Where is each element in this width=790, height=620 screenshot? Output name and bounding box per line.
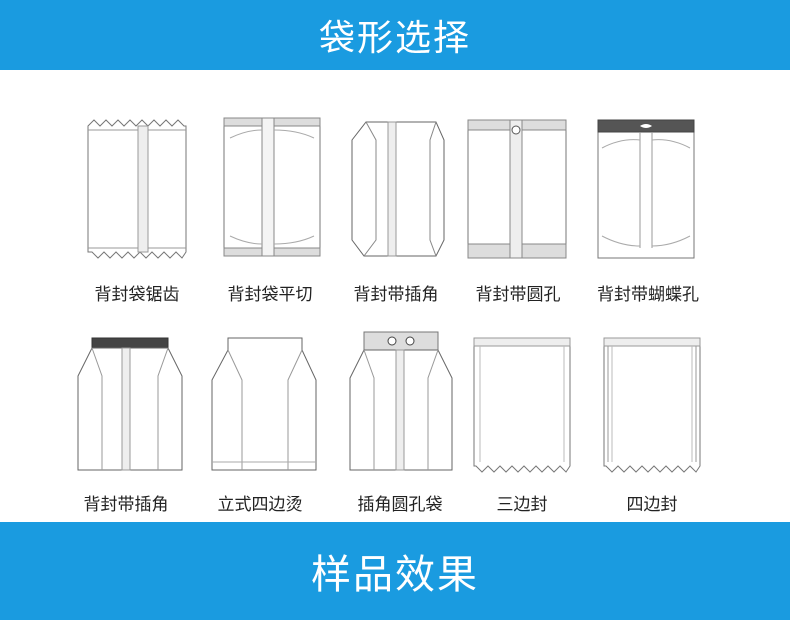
bag-label: 插角圆孔袋: [357, 495, 443, 515]
section-title: 样品效果: [311, 552, 479, 598]
bag-four-side-seal[interactable]: [602, 336, 702, 476]
bag-back-seal-gusset[interactable]: [346, 118, 450, 260]
bag-back-seal-gusset-standing[interactable]: [74, 336, 188, 476]
section-header-bag-shape: 袋形选择: [0, 0, 790, 70]
bag-label: 背封带圆孔: [475, 285, 561, 305]
bag-three-side-seal[interactable]: [472, 336, 572, 476]
bag-label: 背封带插角: [83, 495, 169, 515]
bag-back-seal-flat-cut[interactable]: [222, 116, 322, 258]
section-title: 袋形选择: [318, 18, 471, 59]
bag-label: 三边封: [496, 495, 548, 515]
bag-label: 背封袋平切: [227, 285, 313, 305]
section-header-sample-effect: 样品效果: [0, 522, 790, 620]
bag-gusset-round-hole[interactable]: [344, 330, 458, 476]
bag-label: 立式四边烫: [217, 495, 303, 515]
bag-label: 四边封: [626, 495, 678, 515]
bag-back-seal-butterfly-hole[interactable]: [596, 118, 696, 260]
bag-stand-four-side-seal[interactable]: [208, 336, 322, 476]
bag-label: 背封带插角: [353, 285, 439, 305]
bag-label: 背封带蝴蝶孔: [597, 285, 699, 305]
bag-back-seal-round-hole[interactable]: [466, 118, 568, 260]
bag-label: 背封袋锯齿: [94, 285, 180, 305]
bag-back-seal-serrated[interactable]: [86, 118, 188, 260]
